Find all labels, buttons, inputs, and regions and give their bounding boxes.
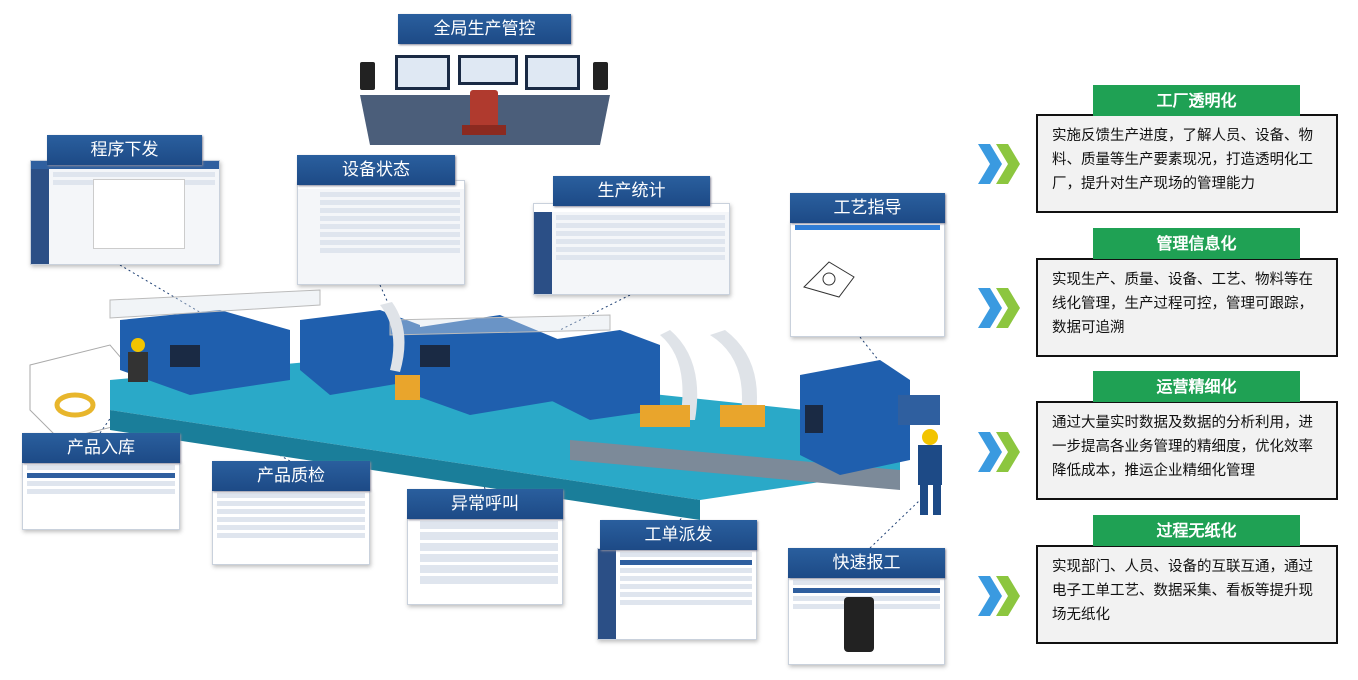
screenshot-dispatch <box>597 548 757 640</box>
screenshot-report <box>788 576 945 665</box>
double-chevron-icon <box>978 576 1020 616</box>
benefit-title: 管理信息化 <box>1093 228 1300 259</box>
benefit-text: 实现部门、人员、设备的互联互通，通过电子工单工艺、数据采集、看板等提升现场无纸化 <box>1036 545 1338 644</box>
label-production-stats: 生产统计 <box>553 176 710 206</box>
double-chevron-icon <box>978 288 1020 328</box>
double-chevron-icon <box>978 432 1020 472</box>
screenshot-program <box>30 160 220 265</box>
screenshot-alarm <box>407 517 563 605</box>
screenshot-process <box>790 221 945 337</box>
label-equipment-status: 设备状态 <box>297 155 455 185</box>
benefit-title: 运营精细化 <box>1093 371 1300 402</box>
label-process-guidance: 工艺指导 <box>790 193 945 223</box>
benefit-text: 实现生产、质量、设备、工艺、物料等在线化管理，生产过程可控，管理可跟踪，数据可追… <box>1036 258 1338 357</box>
benefit-text: 实施反馈生产进度，了解人员、设备、物料、质量等生产要素现况，打造透明化工厂，提升… <box>1036 114 1338 213</box>
benefit-title: 过程无纸化 <box>1093 515 1300 546</box>
benefit-title: 工厂透明化 <box>1093 85 1300 116</box>
label-quality-inspection: 产品质检 <box>212 461 370 491</box>
double-chevron-icon <box>978 144 1020 184</box>
screenshot-warehouse <box>22 461 180 530</box>
label-work-order-dispatch: 工单派发 <box>600 520 757 550</box>
screenshot-equipment <box>297 180 465 285</box>
label-warehouse-in: 产品入库 <box>22 433 180 463</box>
screenshot-quality <box>212 489 370 565</box>
label-program-dispatch: 程序下发 <box>47 135 202 165</box>
label-exception-call: 异常呼叫 <box>407 489 563 519</box>
label-quick-report: 快速报工 <box>788 548 945 578</box>
benefit-text: 通过大量实时数据及数据的分析利用，进一步提高各业务管理的精细度，优化效率降低成本… <box>1036 401 1338 500</box>
screenshot-stats <box>533 203 730 295</box>
label-global-production-control: 全局生产管控 <box>398 14 571 44</box>
